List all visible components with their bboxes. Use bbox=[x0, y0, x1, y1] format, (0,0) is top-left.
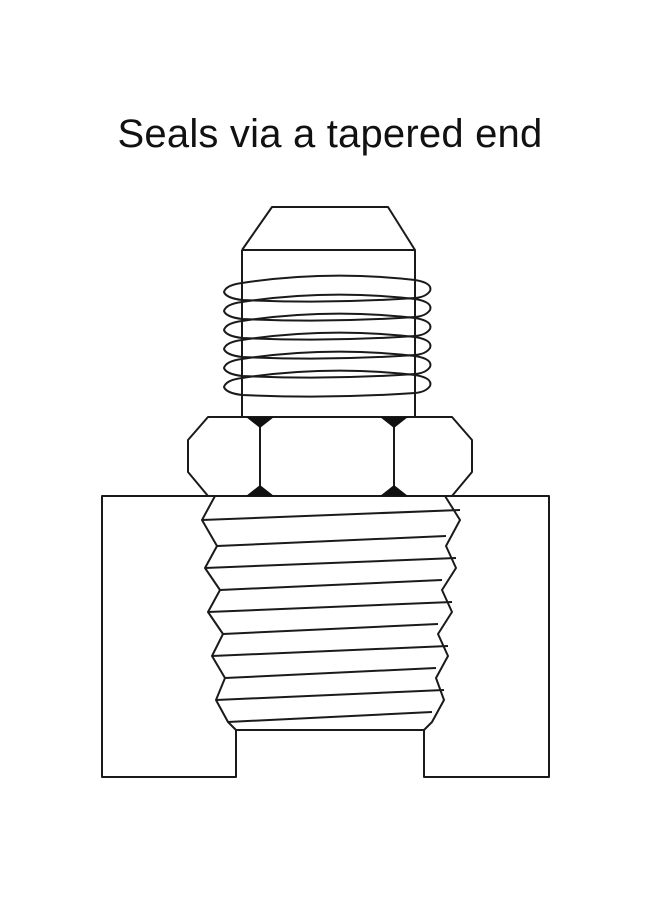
tapered-pipe-thread bbox=[201, 495, 461, 731]
hex-nut bbox=[187, 416, 473, 497]
upper-thread bbox=[223, 274, 432, 398]
fillet-marks bbox=[246, 417, 408, 496]
flare-cone bbox=[241, 206, 416, 251]
upper-shank bbox=[241, 250, 416, 417]
port-body bbox=[101, 495, 550, 778]
diagram-title: Seals via a tapered end bbox=[117, 112, 543, 156]
